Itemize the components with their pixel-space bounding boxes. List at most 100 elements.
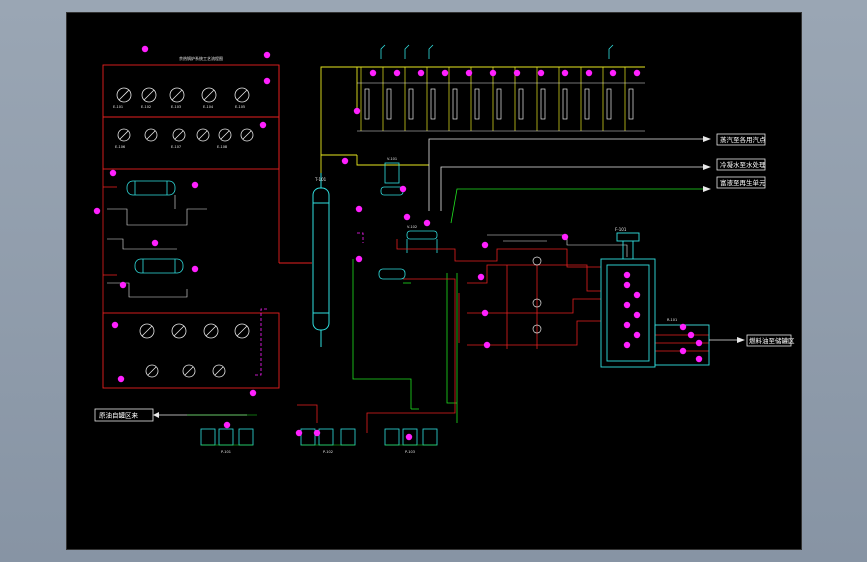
instrument-bubble [561, 69, 569, 77]
instrument-bubble [483, 341, 491, 349]
svg-text:燃料油至储罐区: 燃料油至储罐区 [749, 336, 795, 345]
instrument-bubble [477, 273, 485, 281]
instrument-bubble [141, 45, 149, 53]
magenta-dashed-line [253, 232, 364, 376]
drawing-frame: 余热锅炉系统工艺流程图 E-101 E-102 E-103 E-104 E-10… [66, 12, 802, 550]
instrument-bubble [117, 375, 125, 383]
bottom-pump-lines [187, 414, 437, 446]
exchanger-row-2 [117, 128, 254, 142]
instrument-bubble [111, 321, 119, 329]
left-equipment-tags: E-101 E-102 E-103 E-104 E-105 E-106 E-10… [113, 105, 245, 149]
left-vessel-1 [126, 180, 176, 196]
left-vessel-2 [134, 258, 184, 274]
instrument-bubble [355, 205, 363, 213]
instrument-bubble [399, 185, 407, 193]
svg-text:E-108: E-108 [217, 145, 227, 149]
instrument-bubble [623, 321, 631, 329]
instrument-bubble [263, 51, 271, 59]
right-red-network [467, 248, 709, 352]
instrument-bubble [109, 169, 117, 177]
svg-text:E-104: E-104 [203, 105, 214, 109]
output-box-right: 燃料油至储罐区 [709, 334, 795, 347]
instrument-bubble [623, 341, 631, 349]
svg-text:E-101: E-101 [113, 105, 123, 109]
exchanger-row-1 [116, 87, 250, 103]
manifold-valve [364, 88, 370, 120]
instrument-bubble [119, 281, 127, 289]
right-white-lines [487, 234, 628, 257]
svg-text:P-102: P-102 [323, 450, 333, 454]
manifold-valve [430, 88, 436, 120]
diagram-title: 余热锅炉系统工艺流程图 [179, 55, 223, 61]
manifold-valve [408, 88, 414, 120]
instrument-bubble [341, 157, 349, 165]
svg-text:富液至再生单元: 富液至再生单元 [720, 178, 766, 187]
left-red-feeds [102, 169, 117, 313]
instrument-bubble [191, 181, 199, 189]
svg-text:P-103: P-103 [405, 450, 415, 454]
svg-text:E-105: E-105 [235, 105, 245, 109]
svg-text:冷凝水至水处理: 冷凝水至水处理 [720, 160, 766, 169]
instrument-bubble [93, 207, 101, 215]
instrument-bubble [417, 69, 425, 77]
instrument-bubble [679, 347, 687, 355]
manifold-valve [562, 88, 568, 120]
svg-text:R-101: R-101 [667, 318, 677, 322]
center-red-lines [297, 239, 467, 433]
instrument-bubble [223, 421, 231, 429]
instrument-bubble [355, 255, 363, 263]
bottom-pump-tags: P-101 P-102 P-103 [221, 450, 415, 454]
instrument-bubble [609, 69, 617, 77]
left-exchanger-loop [102, 64, 312, 389]
output-box-top: 蒸汽至各用汽点 [703, 133, 766, 146]
svg-text:E-107: E-107 [171, 145, 181, 149]
instrument-bubble [695, 355, 703, 363]
instrument-bubbles [93, 45, 703, 441]
instrument-bubble [465, 69, 473, 77]
instrument-bubble [633, 331, 641, 339]
manifold-valve [518, 88, 524, 120]
instrument-bubble [633, 69, 641, 77]
output-box-low: 富液至再生单元 [703, 176, 766, 192]
white-process-lines [428, 138, 703, 211]
manifold-valve [452, 88, 458, 120]
instrument-bubble [295, 429, 303, 437]
instrument-bubble [405, 433, 413, 441]
bottom-pumps [200, 428, 438, 446]
main-column [312, 173, 330, 347]
instrument-bubble [633, 311, 641, 319]
svg-text:E-106: E-106 [115, 145, 125, 149]
exchanger-row-3 [139, 323, 250, 378]
top-manifold [360, 67, 634, 131]
instrument-bubble [633, 291, 641, 299]
instrument-bubble [353, 107, 361, 115]
svg-text:V-102: V-102 [407, 225, 417, 229]
furnace-tag: F-101 [615, 227, 627, 232]
instrument-bubble [561, 233, 569, 241]
instrument-bubble [481, 309, 489, 317]
instrument-bubble [259, 121, 267, 129]
instrument-bubble [623, 301, 631, 309]
instrument-bubble [585, 69, 593, 77]
instrument-bubble [513, 69, 521, 77]
manifold-valve [474, 88, 480, 120]
svg-text:蒸汽至各用汽点: 蒸汽至各用汽点 [720, 135, 766, 144]
svg-text:原油自罐区来: 原油自罐区来 [99, 411, 139, 420]
process-flow-diagram: 余热锅炉系统工艺流程图 E-101 E-102 E-103 E-104 E-10… [93, 44, 795, 454]
instrument-bubble [369, 69, 377, 77]
instrument-bubble [695, 339, 703, 347]
svg-text:E-103: E-103 [171, 105, 181, 109]
instrument-bubble [191, 265, 199, 273]
manifold-valve [606, 88, 612, 120]
center-vessel-tags: V-101 V-102 R-101 [387, 157, 677, 322]
instrument-bubble [423, 219, 431, 227]
instrument-bubble [679, 323, 687, 331]
instrument-bubble [249, 389, 257, 397]
instrument-bubble [403, 213, 411, 221]
furnace [600, 232, 710, 368]
instrument-bubble [393, 69, 401, 77]
left-auxiliary-lines [107, 195, 207, 298]
manifold-valve [386, 88, 392, 120]
svg-text:V-101: V-101 [387, 157, 397, 161]
top-vent-stacks [380, 44, 614, 59]
